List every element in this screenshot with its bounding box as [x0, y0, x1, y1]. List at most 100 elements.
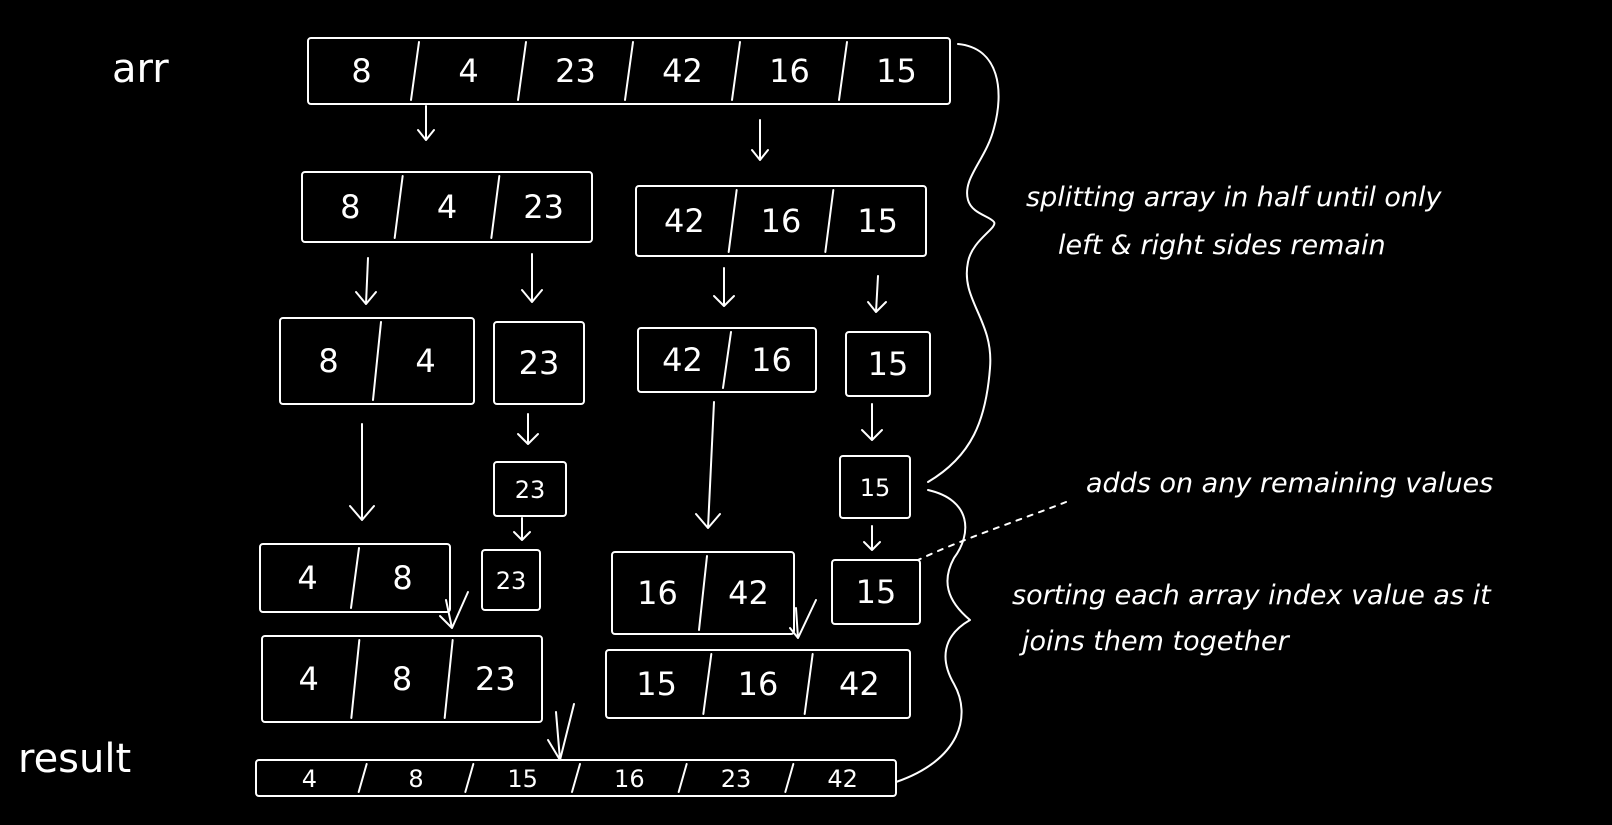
cell-divider [677, 763, 688, 793]
array-carry-23: 23 [493, 461, 567, 517]
array-cell: 16 [637, 574, 678, 612]
result-label: result [18, 736, 131, 782]
cell-divider [803, 653, 814, 715]
merge-arrows [439, 591, 817, 761]
array-cell: 4 [297, 559, 317, 597]
array-cell: 15 [876, 52, 917, 90]
array-box [845, 331, 931, 397]
remaining-note: adds on any remaining values [1086, 468, 1493, 499]
arrow-down-icon [713, 267, 735, 307]
array-cell: 42 [664, 202, 705, 240]
split-note-line2: left & right sides remain [1058, 230, 1386, 261]
array-box [493, 461, 567, 517]
array-cell: 23 [475, 660, 516, 698]
array-cell: 42 [662, 341, 703, 379]
array-carry-15: 15 [839, 455, 911, 519]
array-box [301, 171, 593, 243]
merge-arrow-icon [547, 703, 575, 761]
array-cell: 8 [392, 660, 412, 698]
array-cell: 4 [415, 342, 435, 380]
arrow-down-icon [863, 525, 881, 551]
array-cell: 16 [738, 665, 779, 703]
arrow-down-icon [521, 253, 543, 303]
array-box [279, 317, 475, 405]
merge-arrow-icon [789, 599, 817, 639]
merge-arrow-icon [439, 591, 469, 629]
array-cell: 23 [523, 188, 564, 226]
array-cell: 23 [555, 52, 596, 90]
array-cell: 16 [614, 765, 645, 793]
array-cell: 23 [496, 567, 527, 595]
cell-divider [784, 763, 795, 793]
array-box [839, 455, 911, 519]
array-box [605, 649, 911, 719]
array-cell: 4 [298, 660, 318, 698]
array-cell: 4 [458, 52, 478, 90]
cell-divider [464, 763, 475, 793]
cell-divider [350, 639, 361, 719]
array-cell: 16 [751, 341, 792, 379]
brace-sort [895, 489, 971, 783]
array-box [261, 635, 543, 723]
array-cell: 42 [728, 574, 769, 612]
array-box [635, 185, 927, 257]
array-cell: 4 [437, 188, 457, 226]
cell-divider [727, 189, 738, 253]
array-box [611, 551, 795, 635]
split-arrows [349, 105, 887, 551]
arrow-down-icon [695, 401, 721, 529]
cell-divider [410, 41, 420, 101]
arrow-down-icon [513, 517, 531, 541]
sort-note-line1: sorting each array index value as it [1012, 580, 1492, 611]
arrow-down-icon [867, 275, 887, 313]
array-box [481, 549, 541, 611]
array-pair-42-16: 42 16 [637, 327, 817, 393]
cell-divider [357, 763, 368, 793]
arrow-down-icon [417, 105, 435, 141]
array-box [637, 327, 817, 393]
array-cell: 15 [860, 474, 891, 502]
sort-note-line2: joins them together [1018, 626, 1291, 657]
cell-divider [443, 639, 454, 719]
arrow-down-icon [751, 119, 769, 161]
array-cell: 42 [662, 52, 703, 90]
arrow-down-icon [517, 413, 539, 445]
array-single-15: 15 [845, 331, 931, 397]
cell-divider [517, 41, 527, 101]
array-box [259, 543, 451, 613]
array-cell: 23 [519, 344, 560, 382]
array-remaining-15: 15 [831, 559, 921, 625]
array-cell: 4 [302, 765, 317, 793]
cell-divider [731, 41, 741, 101]
array-box [831, 559, 921, 625]
array-cell: 15 [856, 573, 897, 611]
brace-split [927, 43, 1000, 483]
cell-divider [571, 763, 581, 793]
cell-divider [350, 547, 360, 609]
array-cell: 8 [408, 765, 423, 793]
arrow-down-icon [355, 257, 377, 305]
cell-divider [393, 175, 404, 239]
cell-divider [722, 331, 732, 389]
array-cell: 23 [515, 476, 546, 504]
array-cell: 23 [721, 765, 752, 793]
array-cell: 42 [839, 665, 880, 703]
array-box [493, 321, 585, 405]
array-split-left: 8 4 23 [301, 171, 593, 243]
array-single-23: 23 [493, 321, 585, 405]
array-cell: 15 [857, 202, 898, 240]
arrow-down-icon [349, 423, 375, 521]
array-cell: 8 [340, 188, 360, 226]
array-remaining-23: 23 [481, 549, 541, 611]
array-cell: 8 [351, 52, 371, 90]
cell-divider [824, 189, 835, 253]
annotation-pointer [917, 501, 1067, 561]
cell-divider [838, 41, 848, 101]
cell-divider [490, 175, 501, 239]
cell-divider [372, 321, 382, 401]
